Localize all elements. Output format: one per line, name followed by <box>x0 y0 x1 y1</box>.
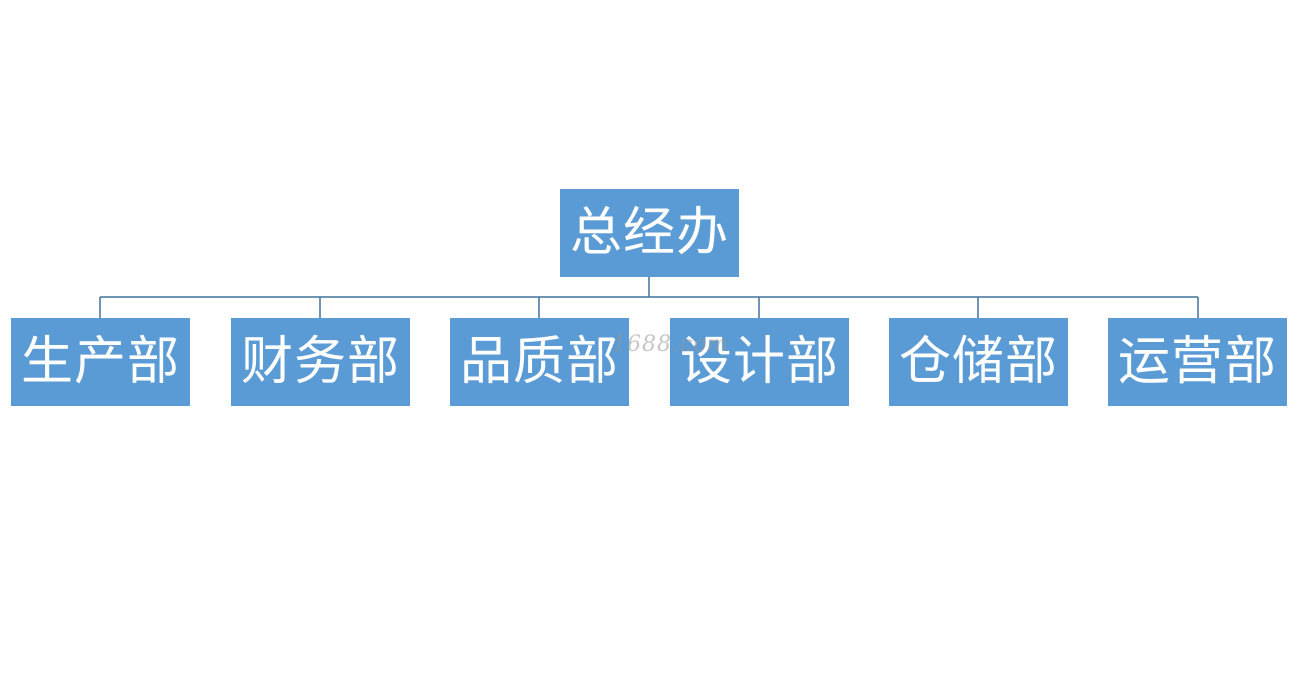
child-node-finance: 财务部 <box>231 318 410 406</box>
child-node-label: 设计部 <box>679 332 839 392</box>
child-node-quality: 品质部 <box>450 318 629 406</box>
root-node-general-office: 总经办 <box>560 189 739 277</box>
child-node-label: 生产部 <box>20 332 180 392</box>
child-node-label: 财务部 <box>240 332 400 392</box>
root-node-label: 总经办 <box>569 203 729 263</box>
child-node-label: 仓储部 <box>898 332 1058 392</box>
child-node-operations: 运营部 <box>1108 318 1287 406</box>
watermark-text: 1688.com <box>612 332 730 357</box>
child-node-label: 运营部 <box>1117 332 1277 392</box>
child-node-warehouse: 仓储部 <box>889 318 1068 406</box>
child-node-production: 生产部 <box>11 318 190 406</box>
child-node-label: 品质部 <box>459 332 619 392</box>
child-node-design: 设计部 <box>670 318 849 406</box>
